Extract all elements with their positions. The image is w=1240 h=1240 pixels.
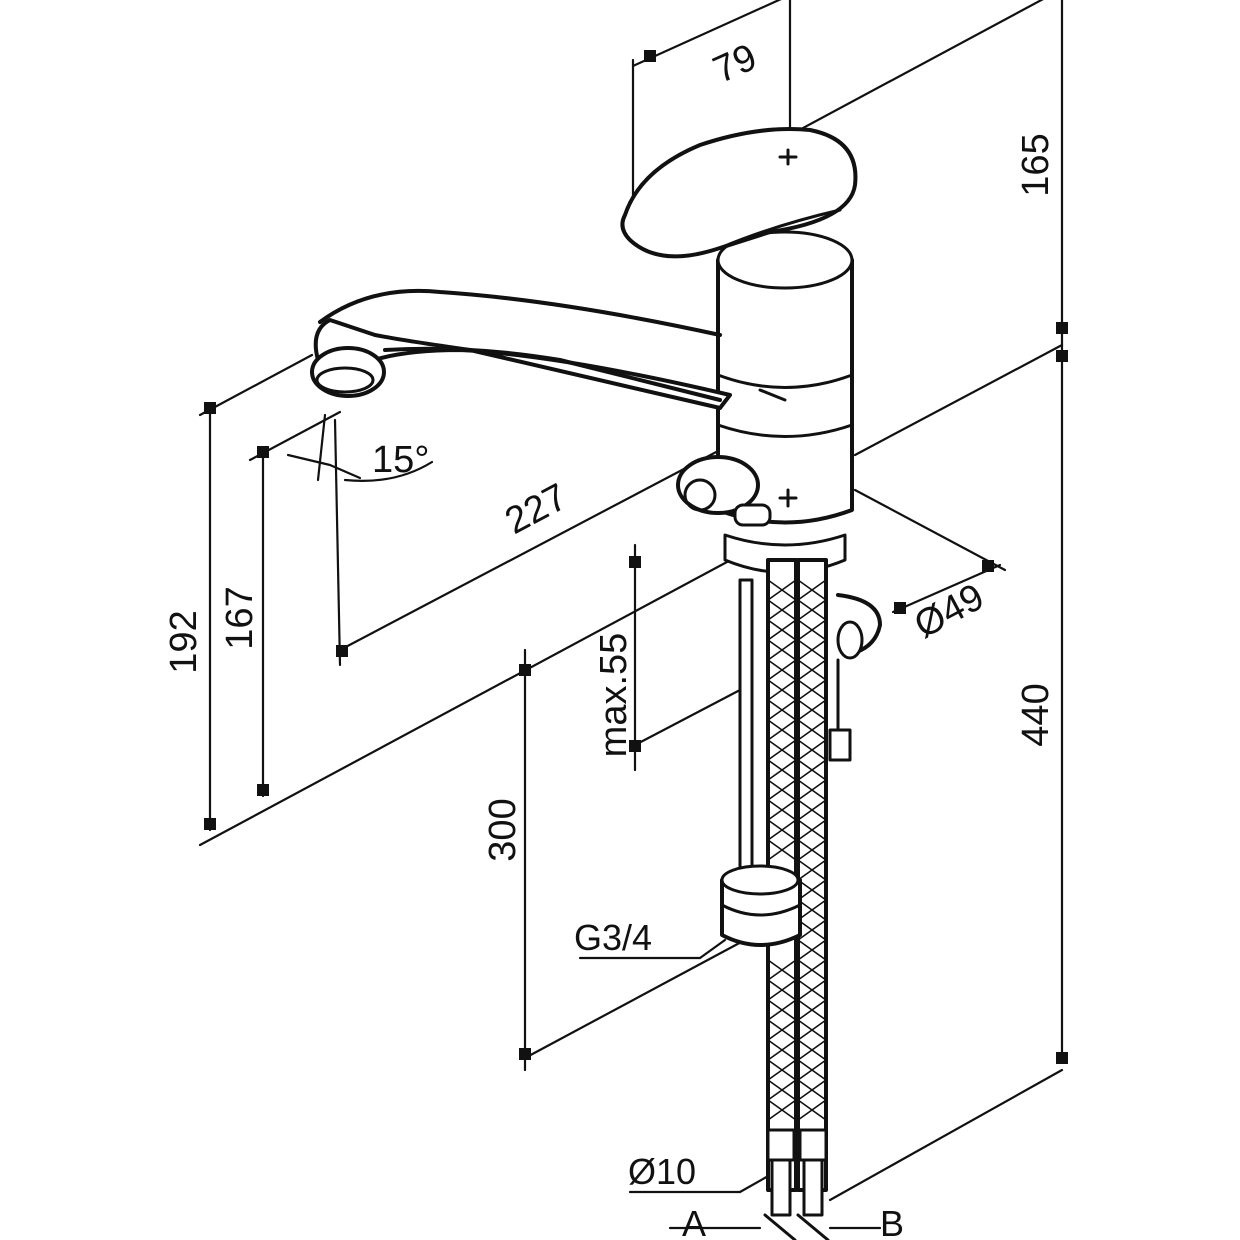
dim-diameter-49: Ø49	[908, 576, 991, 647]
dimension-labels: 79 165 440 192 167 227 15° max.55 300 Ø4…	[163, 36, 1057, 1240]
spout	[310, 288, 787, 410]
lever-handle	[620, 127, 858, 259]
connection-nut	[720, 864, 802, 947]
dim-diameter-10: Ø10	[628, 1151, 696, 1192]
hose-label-a: A	[682, 1203, 706, 1240]
dim-15-degree: 15°	[372, 439, 429, 481]
dimension-ticks	[204, 50, 1068, 1064]
dim-165: 165	[1015, 133, 1057, 196]
mounting-clamp	[828, 593, 882, 762]
dim-max-55: max.55	[593, 633, 635, 758]
dimension-lines	[198, 0, 1064, 1230]
faucet-body	[716, 230, 854, 574]
hose-label-b: B	[880, 1203, 904, 1240]
dim-g3-4: G3/4	[574, 917, 652, 958]
side-valve	[676, 455, 772, 527]
centre-marks	[778, 148, 798, 508]
dim-192: 192	[163, 610, 205, 673]
dim-79: 79	[707, 36, 763, 92]
dim-440: 440	[1015, 683, 1057, 746]
dim-300: 300	[482, 798, 524, 861]
dim-167: 167	[219, 586, 261, 649]
